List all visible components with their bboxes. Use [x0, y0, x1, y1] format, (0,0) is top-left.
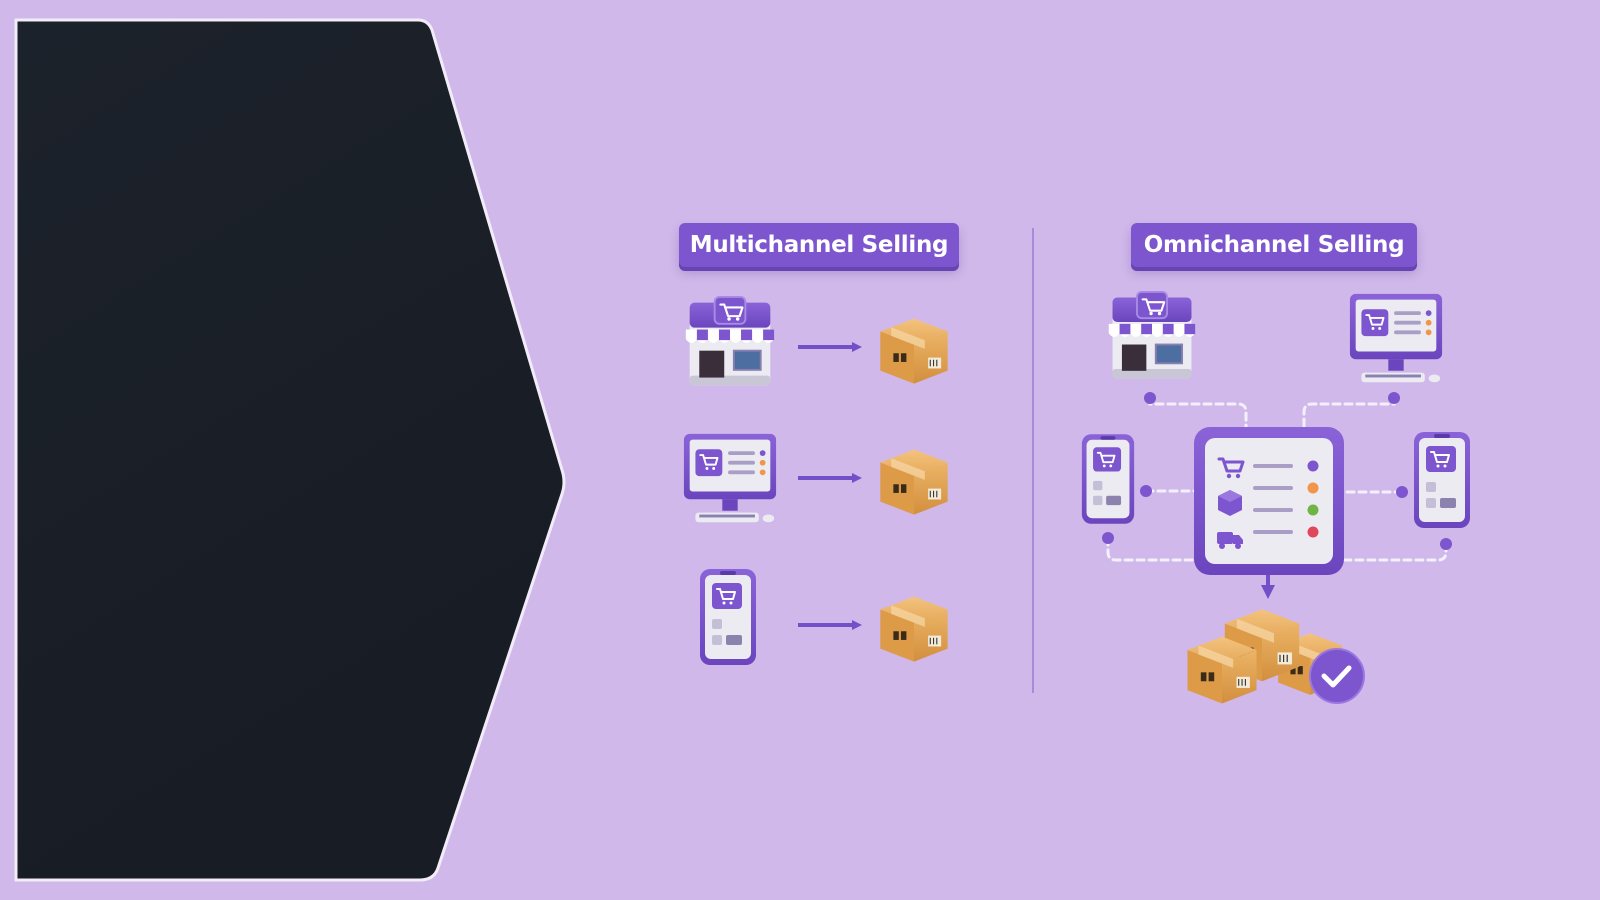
- desktop-icon: [682, 432, 778, 524]
- phone-icon: [699, 568, 757, 666]
- omnichannel-connectors: [1106, 396, 1448, 562]
- phone-icon: [1413, 431, 1471, 529]
- phone-icon: [1080, 433, 1136, 525]
- desktop-icon: [1348, 292, 1444, 384]
- fulfilled-packages-icon: [1186, 608, 1365, 705]
- package-icon: [879, 595, 949, 663]
- multichannel-row-store: [684, 295, 949, 387]
- store-icon: [684, 295, 776, 387]
- store-icon: [1107, 290, 1197, 380]
- dark-panel: [14, 18, 566, 882]
- omnichannel-title: Omnichannel Selling: [1131, 223, 1417, 267]
- connector-dots: [1102, 392, 1452, 550]
- package-icon: [879, 317, 949, 385]
- package-icon: [879, 448, 949, 516]
- order-hub-icon: [1194, 427, 1344, 575]
- multichannel-row-desktop: [682, 432, 949, 524]
- multichannel-row-phone: [699, 568, 949, 666]
- multichannel-title: Multichannel Selling: [679, 223, 959, 267]
